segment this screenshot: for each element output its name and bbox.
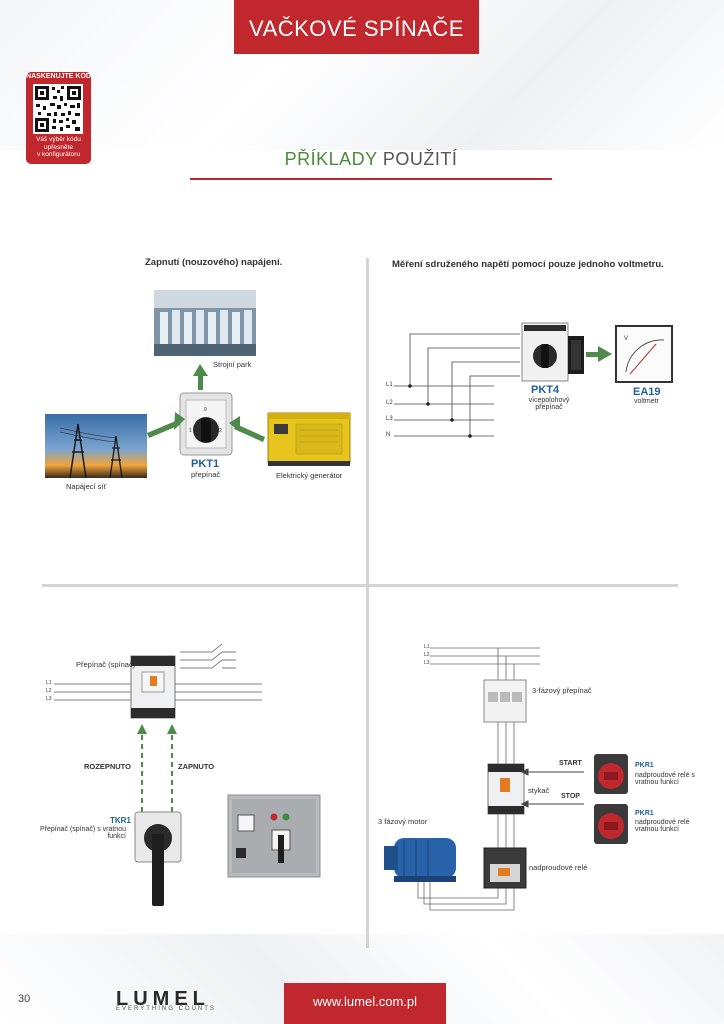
pkt1-desc: přepínač — [191, 470, 221, 479]
pkr1-desc-2: nadproudové relé vratnou funkcí — [635, 819, 690, 833]
motor-label: 3 fázový motor — [378, 817, 428, 826]
machine-park-label: Strojní park — [213, 360, 252, 369]
pkt4-desc: vícepolohový přepínač — [526, 397, 572, 411]
panel2-line-l2: L2 — [386, 400, 393, 406]
pkt4-model: PKT4 — [531, 384, 560, 396]
stop-label: STOP — [561, 793, 580, 800]
vertical-divider — [366, 258, 369, 948]
qr-subtitle-line: v konfigurátoru — [37, 151, 80, 158]
tkr1-model: TKR1 — [110, 816, 131, 825]
page-number: 30 — [18, 993, 31, 1005]
pkt1-switch-image: 0 1 2 — [179, 392, 233, 456]
tkr1-switch-image — [134, 811, 182, 906]
horizontal-divider — [42, 584, 678, 587]
qr-subtitle-line: upřesněte — [44, 143, 73, 151]
pkt4-switch-image — [521, 322, 584, 382]
panel2-line-l1: L1 — [386, 382, 393, 388]
pkr1-model-1: PKR1 — [635, 762, 654, 769]
breaker-label: 3-fázový přepínač — [532, 686, 592, 695]
three-phase-breaker-image — [483, 679, 527, 723]
generator-image — [267, 412, 351, 466]
panel3-dashed-arrows — [141, 732, 173, 812]
pkr1-desc-1-line: vratnou funkcí — [635, 779, 679, 786]
control-panel-image — [227, 794, 321, 878]
pkr1-relay-image-2 — [594, 804, 628, 844]
section-title: PŘÍKLADY POUŽITÍ — [190, 149, 552, 170]
panel3-contactor-image — [130, 655, 176, 719]
on-label: ZAPNUTO — [178, 762, 215, 771]
panel2-line-n: N — [386, 432, 391, 438]
ea19-model: EA19 — [633, 386, 661, 398]
panel2-junctions — [408, 384, 472, 438]
panel4-line-l3: L3 — [424, 660, 430, 666]
pkr1-desc-2-line: vratnou funkcí — [635, 826, 679, 833]
section-title-gray: POUŽITÍ — [382, 149, 458, 169]
panel2-line-l3: L3 — [386, 416, 393, 422]
page-header-title: VAČKOVÉ SPÍNAČE — [234, 0, 479, 54]
machine-park-image — [154, 290, 256, 356]
section-title-green: PŘÍKLADY — [284, 149, 378, 169]
panel2-wiring — [394, 333, 520, 437]
panel3-arrow-heads — [137, 724, 177, 734]
pkr1-relay-image-1 — [594, 754, 628, 794]
pkt4-desc-line: přepínač — [535, 404, 563, 411]
panel3-line-l2: L2 — [46, 688, 52, 694]
panel2-caption: Měření sdruženého napětí pomocí pouze je… — [392, 259, 664, 270]
panel3-line-l3: L3 — [46, 696, 52, 702]
svg-text:0: 0 — [204, 407, 207, 413]
generator-label: Elektrický generátor — [276, 471, 343, 480]
tkr1-desc-line: Přepínač (spínač) s vratnou — [40, 826, 126, 833]
panel4-arrows — [520, 768, 584, 808]
off-label: ROZEPNUTO — [84, 762, 131, 771]
svg-text:V: V — [624, 336, 628, 342]
overload-relay-image — [483, 847, 527, 889]
qr-code-icon[interactable] — [33, 84, 83, 134]
panel2-arrow — [586, 346, 612, 362]
svg-text:1: 1 — [189, 428, 192, 434]
panel3-contactor-label: Přepínač (spínač) — [76, 660, 136, 669]
power-grid-label: Napájecí síť — [66, 482, 107, 491]
power-grid-image — [45, 414, 147, 479]
pkr1-desc-1: nadproudové relé s vratnou funkcí — [635, 772, 695, 786]
panel4-line-l1: L1 — [424, 644, 430, 650]
qr-title: NASKENUJTE KÓD — [26, 73, 91, 80]
title-underline — [190, 178, 552, 180]
panel1-arrows — [147, 364, 265, 442]
website-link[interactable]: www.lumel.com.pl — [284, 983, 446, 1024]
panel4-contactor-image — [487, 763, 525, 815]
contactor-label: stykač — [528, 786, 550, 795]
svg-text:2: 2 — [219, 428, 222, 434]
lumel-tagline: EVERYTHING COUNTS — [116, 1006, 216, 1012]
overload-relay-label: nadproudové relé — [529, 863, 588, 872]
tkr1-desc-line: funkcí — [107, 833, 126, 840]
panel1-caption: Zapnutí (nouzového) napájení. — [145, 257, 283, 268]
qr-subtitle: Váš výběr kódu upřesněte v konfigurátoru — [26, 136, 91, 159]
lumel-logo: LUMEL — [116, 988, 210, 1010]
pkt4-desc-line: vícepolohový — [528, 397, 570, 404]
panel4-wiring — [417, 647, 540, 911]
qr-subtitle-line: Váš výběr kódu — [36, 136, 81, 143]
motor-image — [384, 838, 456, 882]
pkr1-desc-1-line: nadproudové relé s — [635, 772, 695, 779]
pkt1-model: PKT1 — [191, 458, 220, 470]
ea19-desc: voltmetr — [634, 398, 659, 405]
pkr1-desc-2-line: nadproudové relé — [635, 819, 690, 826]
tkr1-desc: Přepínač (spínač) s vratnou funkcí — [38, 826, 126, 840]
ea19-voltmeter-image: V — [615, 325, 673, 383]
panel3-line-l1: L1 — [46, 680, 52, 686]
panel4-line-l2: L2 — [424, 652, 430, 658]
panel3-switch-symbols — [180, 643, 236, 669]
pkr1-model-2: PKR1 — [635, 810, 654, 817]
start-label: START — [559, 760, 582, 767]
